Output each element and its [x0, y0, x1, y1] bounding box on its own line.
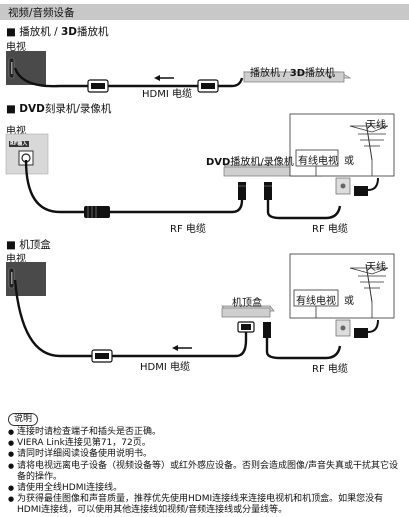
- notes-list: 连接时请检查端子和插头是否正确。 VIERA Link连接见第71，72页。 请…: [8, 427, 404, 517]
- note-item: VIERA Link连接见第71，72页。: [8, 438, 404, 449]
- hdmi-cable-player: [13, 67, 244, 93]
- arrow-icon-player: [154, 75, 174, 81]
- rf-input-port-label: RF输入: [10, 141, 28, 147]
- connection-diagrams: [5, 51, 395, 363]
- note-item: 连接时请检查端子和插头是否正确。: [8, 427, 404, 438]
- player-label-b: 3D: [289, 68, 305, 79]
- rf-cable-label-dvd-right: RF 电缆: [312, 224, 348, 235]
- rf-cable-dvd-left: [24, 159, 244, 218]
- tv-panel-player: [6, 51, 46, 85]
- wall-outlet-dvd: [335, 177, 379, 196]
- antenna-label-stb: 天线: [366, 262, 386, 273]
- stb-device-label: 机顶盒: [232, 298, 262, 309]
- dvd-label-bold: DVD: [206, 157, 231, 168]
- notes-section: 说明 连接时请检查端子和插头是否正确。 VIERA Link连接见第71，72页…: [8, 413, 404, 517]
- section-header-title: 视频/音频设备: [8, 7, 75, 19]
- or-label-stb: 或: [344, 296, 354, 307]
- arrow-icon-stb: [172, 345, 192, 351]
- stb-device: [221, 305, 275, 318]
- section-header-bar: 视频/音频设备: [0, 4, 409, 20]
- note-item: 请同时详细阅读设备使用说明书。: [8, 449, 404, 460]
- hdmi-cable-label-stb: HDMI 电缆: [140, 362, 190, 373]
- player-label-c: 播放机: [305, 68, 335, 79]
- wall-box-stb: [289, 253, 395, 319]
- antenna-label-dvd: 天线: [366, 120, 386, 131]
- section-title-stb: ■ 机顶盒: [6, 239, 51, 251]
- note-item: 为获得最佳图像和声音质量，推荐优先使用HDMI连接线来连接电视机和机顶盒。如果您…: [8, 494, 404, 516]
- section-title-player: ■ 播放机 / 3D播放机: [6, 26, 109, 38]
- wall-outlet-stb: [335, 319, 379, 338]
- dvd-device-label: DVD播放机/录像机: [206, 153, 294, 168]
- player-device-label: 播放机 / 3D播放机: [250, 64, 335, 79]
- tv-label-stb: 电视: [6, 254, 26, 265]
- rf-cable-label-stb: RF 电缆: [312, 364, 348, 375]
- stb-connectors: [237, 321, 342, 360]
- hdmi-cable-label-player: HDMI 电缆: [142, 89, 192, 100]
- player-device: [242, 71, 352, 83]
- note-item: 请将电视远离电子设备（视频设备等）或红外感应设备。否则会造成图像/声音失真或干扰…: [8, 461, 404, 483]
- wall-box-dvd: [289, 113, 395, 177]
- rf-connectors-dvd: [238, 182, 342, 220]
- section-title-dvd: ■ DVD刻录机/录像机: [6, 103, 112, 115]
- or-label-dvd: 或: [344, 156, 354, 167]
- note-item: 请使用全线HDMI连接线。: [8, 483, 404, 494]
- tv-label-dvd: 电视: [6, 126, 26, 137]
- cable-tv-label-dvd: 有线电视: [298, 156, 338, 167]
- tv-panel-stb: [6, 262, 46, 296]
- hdmi-cable-stb: [13, 279, 248, 363]
- rf-cable-label-dvd-left: RF 电缆: [170, 224, 206, 235]
- cable-tv-label-stb: 有线电视: [296, 296, 336, 307]
- tv-label-player: 电视: [6, 42, 26, 53]
- player-label-a: 播放机 /: [250, 68, 290, 79]
- notes-badge: 说明: [8, 413, 39, 426]
- dvd-label-suffix: 播放机/录像机: [230, 157, 294, 168]
